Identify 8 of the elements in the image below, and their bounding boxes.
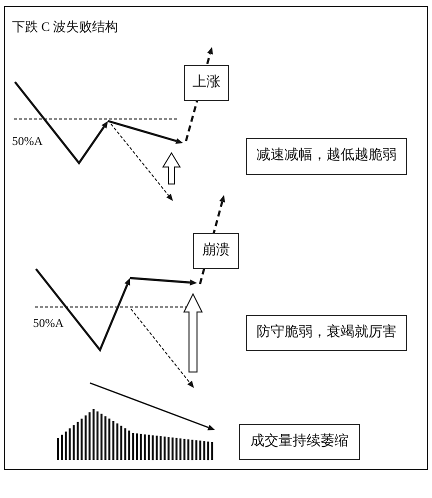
level-label: 50%A bbox=[12, 134, 43, 148]
note-box: 崩溃 bbox=[193, 233, 239, 269]
note-box: 防守脆弱，衰竭就厉害 bbox=[246, 315, 407, 351]
note-box: 成交量持续萎缩 bbox=[239, 424, 360, 460]
note-box: 上涨 bbox=[184, 65, 229, 101]
level-label: 50%A bbox=[33, 316, 64, 330]
diagram-title: 下跌 C 波失败结构 bbox=[12, 19, 118, 35]
note-box: 减速减幅，越低越脆弱 bbox=[246, 138, 407, 175]
